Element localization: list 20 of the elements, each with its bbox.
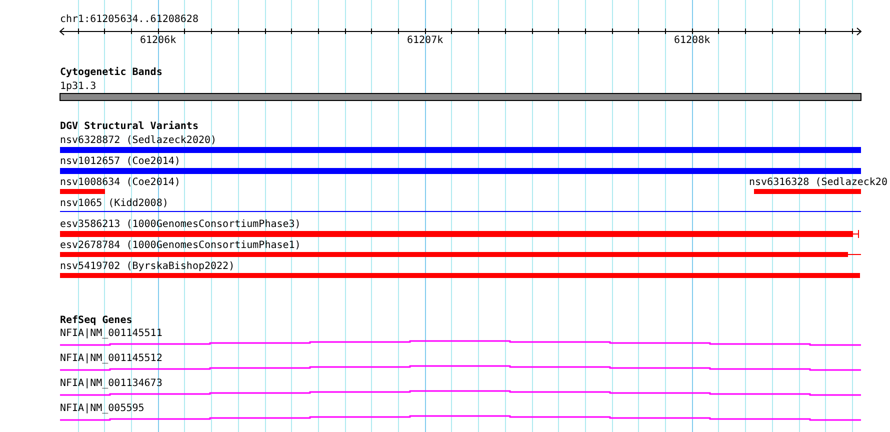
coordinate-range-label: chr1:61205634..61208628 (60, 14, 198, 26)
gene-label: NFIA|NM_001145512 (60, 353, 162, 365)
tick-label: 61208k (674, 35, 710, 47)
track-title: RefSeq Genes (60, 315, 132, 327)
tick-label: 61206k (140, 35, 176, 47)
gene-label: NFIA|NM_001134673 (60, 378, 162, 390)
variant-label: esv3586213 (1000GenomesConsortiumPhase3) (60, 219, 301, 231)
gene-label: NFIA|NM_005595 (60, 403, 144, 415)
variant-label: nsv6328872 (Sedlazeck2020) (60, 135, 217, 147)
tick-label: 61207k (407, 35, 444, 47)
variant-label: nsv6316328 (Sedlazeck20 (749, 177, 888, 189)
gene-label: NFIA|NM_001145511 (60, 328, 162, 340)
variant-label: nsv1065 (Kidd2008) (60, 198, 168, 210)
variant-label: nsv5419702 (ByrskaBishop2022) (60, 261, 235, 273)
variant-label: nsv1008634 (Coe2014) (60, 177, 180, 189)
track-title: Cytogenetic Bands (60, 67, 162, 79)
variant-label: nsv1012657 (Coe2014) (60, 156, 180, 168)
band-label: 1p31.3 (60, 81, 96, 93)
variant-label: esv2678784 (1000GenomesConsortiumPhase1) (60, 240, 301, 252)
track-title: DGV Structural Variants (60, 121, 198, 133)
